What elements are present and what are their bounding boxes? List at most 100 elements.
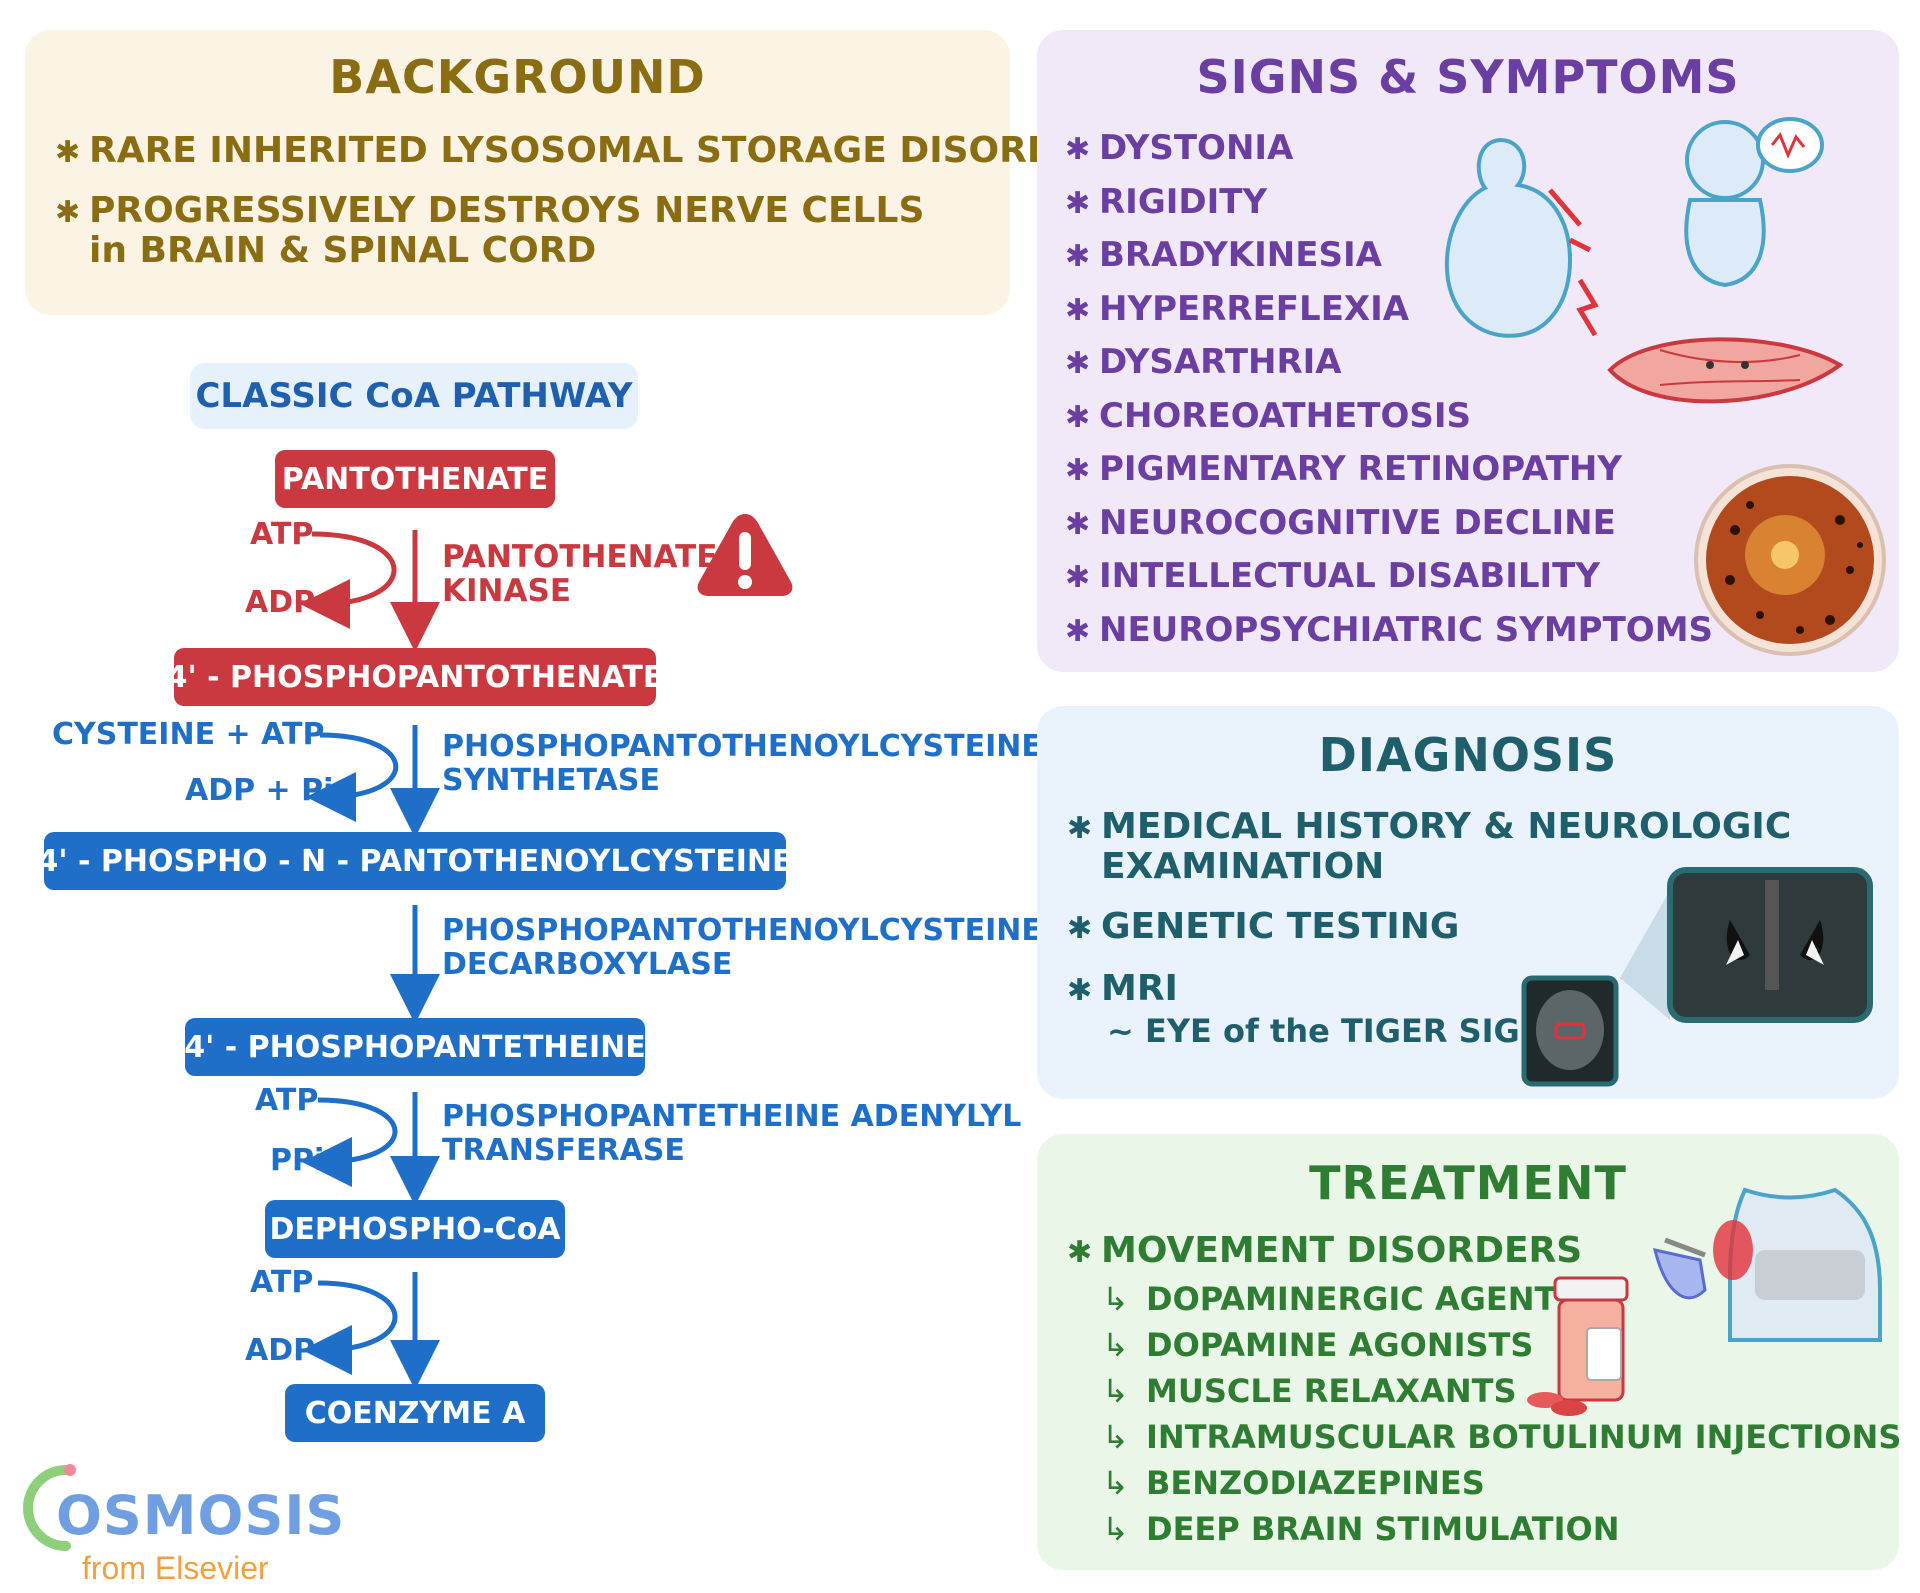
diagnosis-subitem: ~ EYE of the TIGER SIGN [1107,1012,1547,1050]
step1-input: ATP [250,517,314,552]
step2-enzyme-line: SYNTHETASE [442,763,660,798]
treatment-item-text: DOPAMINERGIC AGENTS [1146,1280,1580,1318]
osmosis-logo-mark-icon [23,1464,76,1551]
step1-enzyme-line: PANTOTHENATE [442,539,718,575]
background-title: BACKGROUND [329,50,706,104]
asterisk-icon: ✱ [1065,346,1091,381]
background-item-text: in BRAIN & SPINAL CORD [89,230,597,271]
asterisk-icon: ✱ [1067,811,1093,846]
sign-item-text: RIGIDITY [1099,181,1268,222]
sub-arrow-icon: ↳ [1102,1280,1129,1318]
asterisk-icon: ✱ [1065,453,1091,488]
sub-arrow-icon: ↳ [1102,1372,1129,1410]
treatment-item: ↳ DOPAMINE AGONISTS [1102,1326,1533,1364]
sign-item: ✱RIGIDITY [1065,182,1267,222]
sign-item-text: NEUROCOGNITIVE DECLINE [1099,502,1616,543]
pathway-node-phosphopantetheine: 4' - PHOSPHOPANTETHEINE [184,1018,646,1076]
sign-item: ✱DYSARTHRIA [1065,342,1342,382]
treatment-item: ↳ INTRAMUSCULAR BOTULINUM INJECTIONS [1102,1418,1901,1456]
treatment-item-text: INTRAMUSCULAR BOTULINUM INJECTIONS [1146,1418,1902,1456]
step3-enzyme: PHOSPHOPANTOTHENOYLCYSTEINE DECARBOXYLAS… [442,914,1042,982]
treatment-title: TREATMENT [1309,1156,1627,1210]
step1-enzyme: PANTOTHENATE KINASE [442,540,717,608]
step4-input: ATP [255,1083,319,1118]
sign-item: ✱BRADYKINESIA [1065,235,1382,275]
treatment-heading: ✱MOVEMENT DISORDERS [1067,1230,1582,1271]
pathway-node-phosphopantothenate: 4' - PHOSPHOPANTOTHENATE [167,648,663,706]
step2-enzyme: PHOSPHOPANTOTHENOYLCYSTEINE SYNTHETASE [442,730,1042,798]
treatment-heading-text: MOVEMENT DISORDERS [1101,1230,1583,1271]
sign-item: ✱INTELLECTUAL DISABILITY [1065,556,1600,596]
sign-item: ✱PIGMENTARY RETINOPATHY [1065,449,1622,489]
sign-item-text: INTELLECTUAL DISABILITY [1099,556,1600,596]
treatment-item: ↳BENZODIAZEPINES [1102,1464,1485,1502]
step5-input: ATP [250,1265,314,1300]
sign-item-text: PIGMENTARY RETINOPATHY [1099,449,1622,489]
sub-arrow-icon: ↳ [1102,1326,1129,1364]
mri-scan-icon [1521,867,1873,1087]
osmosis-logo: OSMOSIS from Elsevier [23,1462,344,1592]
sign-item-text: CHOREOATHETOSIS [1099,395,1471,436]
dystonia-figure-icon [1444,137,1599,338]
asterisk-icon: ✱ [1065,185,1091,221]
sign-item: ✱DYSTONIA [1065,128,1293,168]
step4-enzyme-line: PHOSPHOPANTETHEINE ADENYLYL [442,1099,1022,1134]
diagnosis-item-text: MEDICAL HISTORY & NEUROLOGIC [1101,806,1792,847]
diagnosis-item-text: MRI [1101,968,1178,1009]
sign-item: ✱HYPERREFLEXIA [1065,289,1409,329]
asterisk-icon: ✱ [1065,292,1091,328]
signs-title: SIGNS & SYMPTOMS [1196,50,1740,104]
logo-brand: OSMOSIS [56,1484,346,1547]
sub-arrow-icon: ↳ [1102,1418,1129,1456]
step4-enzyme: PHOSPHOPANTETHEINE ADENYLYL TRANSFERASE [442,1100,1021,1168]
step4-enzyme-line: TRANSFERASE [442,1133,685,1168]
step2-side-arrow [306,732,399,822]
treatment-item-text: DOPAMINE AGONISTS [1146,1326,1534,1364]
step2-enzyme-line: PHOSPHOPANTOTHENOYLCYSTEINE [442,729,1042,764]
diagnosis-item-text: ~ EYE of the TIGER SIGN [1107,1012,1547,1050]
diagnosis-item-text: EXAMINATION [1101,846,1385,887]
sign-item-text: HYPERREFLEXIA [1099,288,1410,329]
diagnosis-item: ✱GENETIC TESTING [1067,906,1459,947]
asterisk-icon: ✱ [1065,132,1091,167]
step4-output: PPi [270,1143,325,1178]
treatment-item: ↳ DOPAMINERGIC AGENTS [1102,1280,1579,1318]
step3-enzyme-line: PHOSPHOPANTOTHENOYLCYSTEINE [442,913,1042,948]
sign-item: ✱NEUROPSYCHIATRIC SYMPTOMS [1065,610,1713,650]
pathway-node-coenzyme-a: COENZYME A [285,1384,545,1442]
asterisk-icon: ✱ [1067,1235,1093,1270]
sign-item-text: DYSARTHRIA [1099,342,1342,382]
background-item-continued: in BRAIN & SPINAL CORD [89,230,596,271]
sign-item: ✱CHOREOATHETOSIS [1065,396,1471,436]
pathway-node-pantothenate: PANTOTHENATE [275,450,555,508]
pathway-node-dephospho-coa: DEPHOSPHO-CoA [265,1200,565,1258]
sign-item: ✱NEUROCOGNITIVE DECLINE [1065,503,1616,543]
warning-triangle-icon [697,514,793,596]
diagnosis-item: ✱MEDICAL HISTORY & NEUROLOGIC [1067,806,1791,847]
asterisk-icon: ✱ [55,195,81,230]
diagnosis-title: DIAGNOSIS [1318,728,1618,782]
asterisk-icon: ✱ [1065,399,1091,435]
pill-bottle-icon [1527,1276,1629,1416]
diagnosis-item-text: GENETIC TESTING [1101,906,1460,947]
asterisk-icon: ✱ [1065,613,1091,649]
sign-item-text: BRADYKINESIA [1099,235,1382,275]
sign-item-text: DYSTONIA [1099,128,1294,168]
rigid-muscle-icon [1607,337,1844,404]
injection-shoulder-icon [1652,1187,1882,1342]
asterisk-icon: ✱ [1065,506,1091,542]
step2-input: CYSTEINE + ATP [52,717,325,752]
treatment-item-text: BENZODIAZEPINES [1146,1464,1485,1502]
asterisk-icon: ✱ [1067,973,1093,1008]
retina-fundus-icon [1694,464,1886,656]
step4-side-arrow [302,1097,398,1187]
background-item: ✱PROGRESSIVELY DESTROYS NERVE CELLS [55,190,924,231]
pathway-title: CLASSIC CoA PATHWAY [190,363,638,429]
step2-output: ADP + Pi [185,773,334,808]
background-panel: BACKGROUND ✱RARE INHERITED LYSOSOMAL STO… [25,30,1109,315]
diagnosis-item-continued: EXAMINATION [1101,846,1384,887]
step5-output: ADP [245,1333,316,1368]
sub-arrow-icon: ↳ [1102,1510,1129,1548]
treatment-item: ↳MUSCLE RELAXANTS [1102,1372,1517,1410]
background-item-text: PROGRESSIVELY DESTROYS NERVE CELLS [89,190,925,231]
